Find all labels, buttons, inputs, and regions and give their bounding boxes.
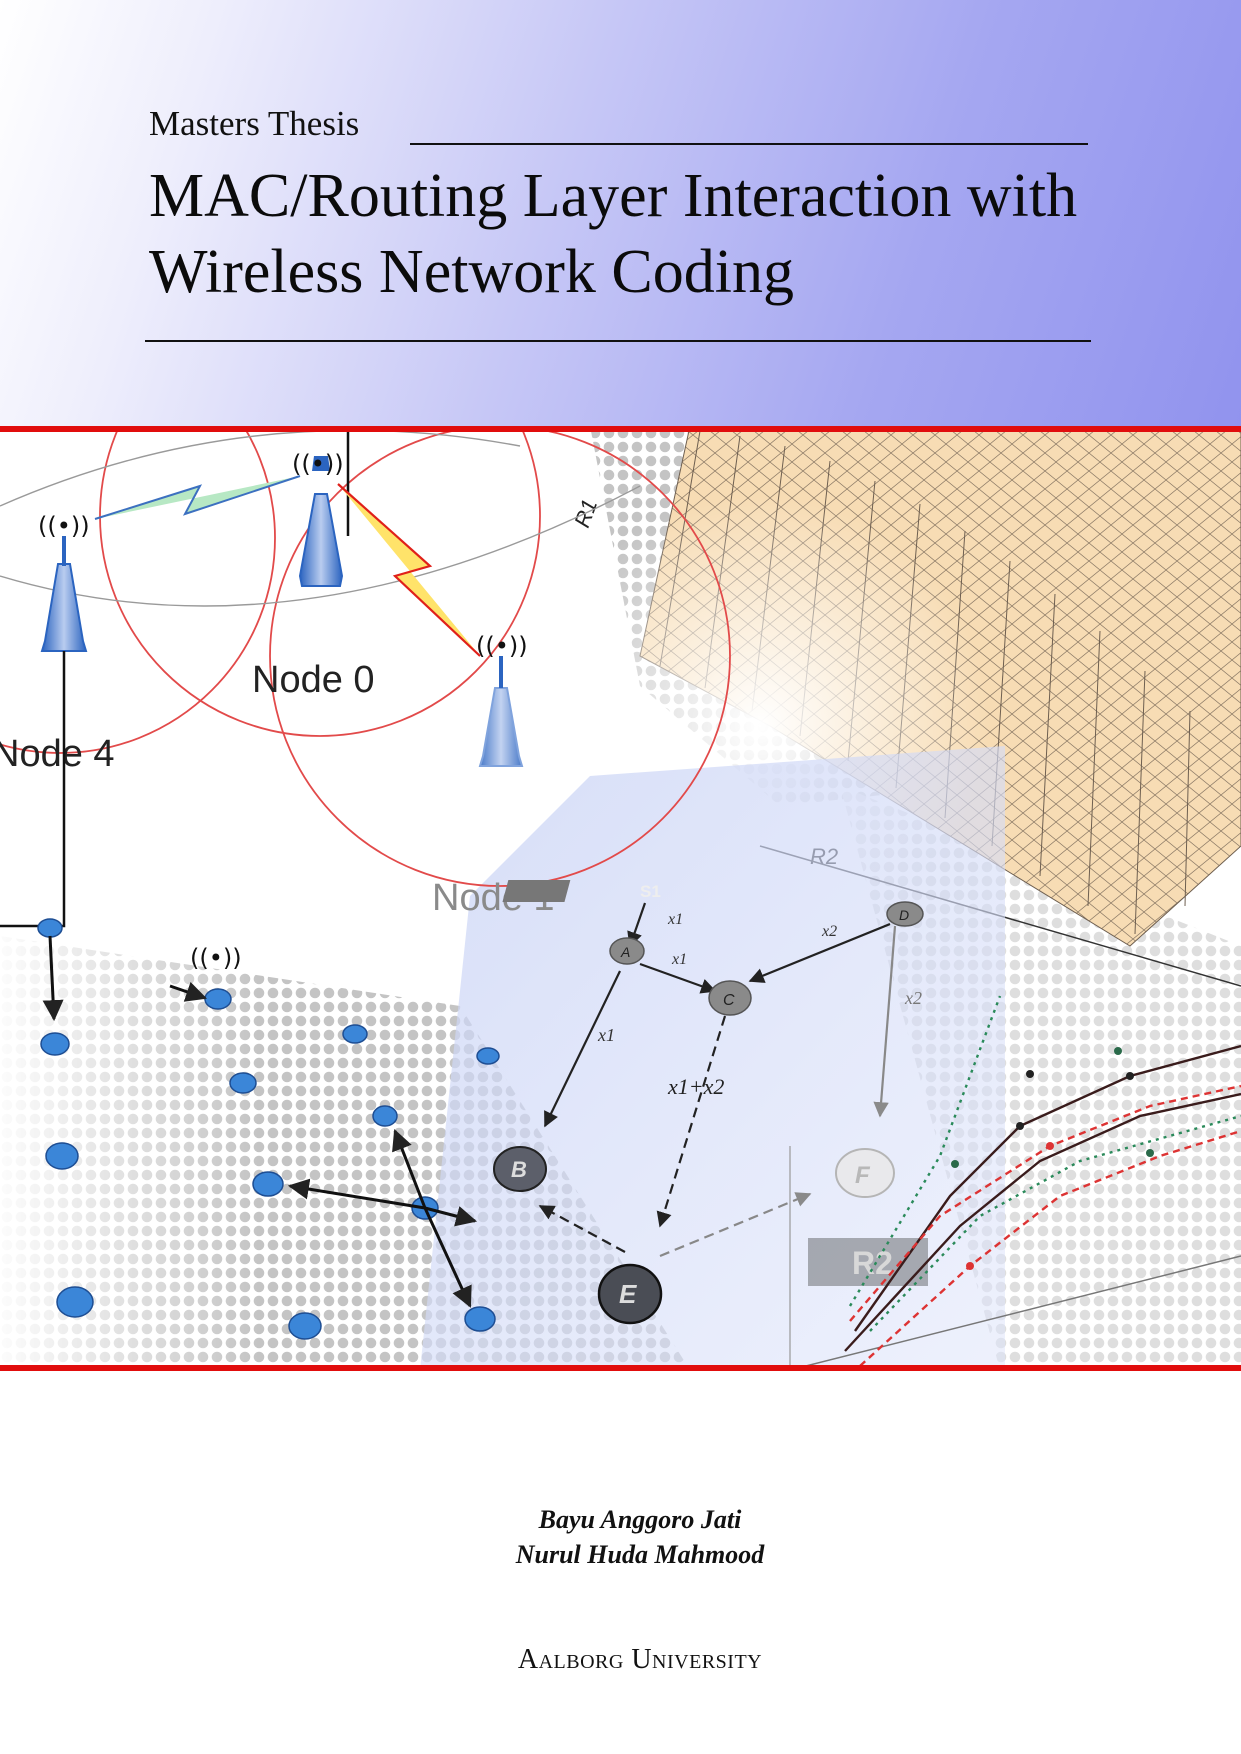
- source-box: [502, 880, 571, 902]
- edge-label-coded: x1+x2: [667, 1074, 724, 1099]
- document-type-label: Masters Thesis: [149, 104, 360, 143]
- coding-graph: S1 A B C D E F x1 x1: [493, 880, 928, 1325]
- edge-label-x1-mid: x1: [671, 951, 687, 968]
- author-name: Bayu Anggoro Jati: [538, 1505, 742, 1534]
- signal-icon: ((•)): [292, 450, 344, 478]
- figure-border-top: [0, 426, 1241, 432]
- graph-node-a: [609, 937, 645, 965]
- node-4-wire: [0, 651, 66, 928]
- grid-nodes: [37, 918, 500, 1340]
- header-rule: [410, 143, 1088, 145]
- wireless-link-blue: [94, 475, 301, 520]
- graph-node-c-label: C: [723, 992, 735, 1009]
- graph-node-b-label: B: [511, 1157, 527, 1182]
- node-1-tower: ((•)): [476, 632, 528, 767]
- graph-node-b: [493, 1146, 547, 1192]
- node-label-4: Node 4: [0, 733, 115, 775]
- source-label: S1: [640, 882, 661, 901]
- title-rule: [145, 340, 1091, 342]
- edge-label-x2-top: x2: [821, 923, 837, 940]
- grid-arrows: [42, 935, 478, 1308]
- range-arcs-grey: [0, 429, 641, 607]
- graph-node-a-label: A: [620, 944, 630, 960]
- title-line-1: MAC/Routing Layer Interaction with: [149, 162, 1078, 230]
- edge-label-x1-top: x1: [667, 911, 683, 928]
- node-label-0: Node 0: [252, 659, 375, 701]
- signal-icon: ((•)): [190, 944, 242, 972]
- graph-node-e-label: E: [619, 1279, 637, 1309]
- cover-illustration: R1 R2 ((•)) ((•)): [0, 426, 1241, 1370]
- performance-plot: [789, 995, 1241, 1370]
- edge-label-x2-right: x2: [904, 988, 922, 1008]
- author-name: Nurul Huda Mahmood: [515, 1540, 765, 1569]
- university-name: Aalborg University: [517, 1644, 763, 1675]
- graph-node-d-label: D: [899, 907, 909, 923]
- graph-node-d: [886, 901, 924, 927]
- edge-label-x1-left: x1: [597, 1025, 615, 1045]
- graph-node-e: [597, 1263, 663, 1325]
- graph-node-f: [835, 1148, 895, 1198]
- figure-border-bottom: [0, 1365, 1241, 1371]
- graph-overlay: [420, 746, 1005, 1370]
- wireless-link-red: [337, 483, 481, 657]
- signal-icon: ((•)): [476, 632, 528, 660]
- range-circles: [0, 426, 731, 887]
- thesis-title: MAC/Routing Layer Interaction with Wirel…: [149, 158, 1149, 310]
- cover-background: [0, 0, 1241, 430]
- r2-box-label: R2: [852, 1245, 893, 1281]
- signal-icon: ((•)): [38, 512, 90, 540]
- author-list: Bayu Anggoro Jati Nurul Huda Mahmood: [0, 1502, 1241, 1572]
- title-line-2: Wireless Network Coding: [149, 238, 794, 306]
- graph-node-c: [708, 980, 752, 1016]
- node-0-tower: ((•)): [292, 450, 344, 587]
- graph-node-f-label: F: [855, 1162, 871, 1189]
- node-4-tower: ((•)): [38, 512, 90, 652]
- collage-svg: R1 R2 ((•)) ((•)): [0, 426, 1241, 1370]
